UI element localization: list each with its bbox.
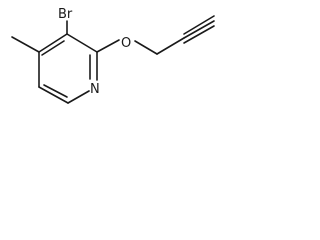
bond-c3-c4 xyxy=(38,33,68,53)
atom-bromine: Br xyxy=(58,7,73,22)
atom-nitrogen: N xyxy=(90,82,100,97)
bond-c5-c6 xyxy=(38,86,69,104)
bond-c2-o xyxy=(96,39,120,53)
triple-bond-line-1 xyxy=(183,15,215,35)
atom-oxygen: O xyxy=(121,36,131,51)
bond-c5-c6-inner xyxy=(43,84,68,98)
bond-o-ch2 xyxy=(134,40,158,55)
bond-ch2-alkyne xyxy=(156,37,185,55)
bond-c3-c4-inner xyxy=(41,40,65,56)
bond-c6-n1 xyxy=(67,90,90,104)
triple-bond-line-2 xyxy=(183,20,215,39)
bond-c2-c3 xyxy=(66,33,98,53)
triple-bond-line-3 xyxy=(183,25,215,44)
chemical-structure-drawing: Br O N xyxy=(11,7,215,104)
bond-c4-methyl xyxy=(11,36,40,53)
